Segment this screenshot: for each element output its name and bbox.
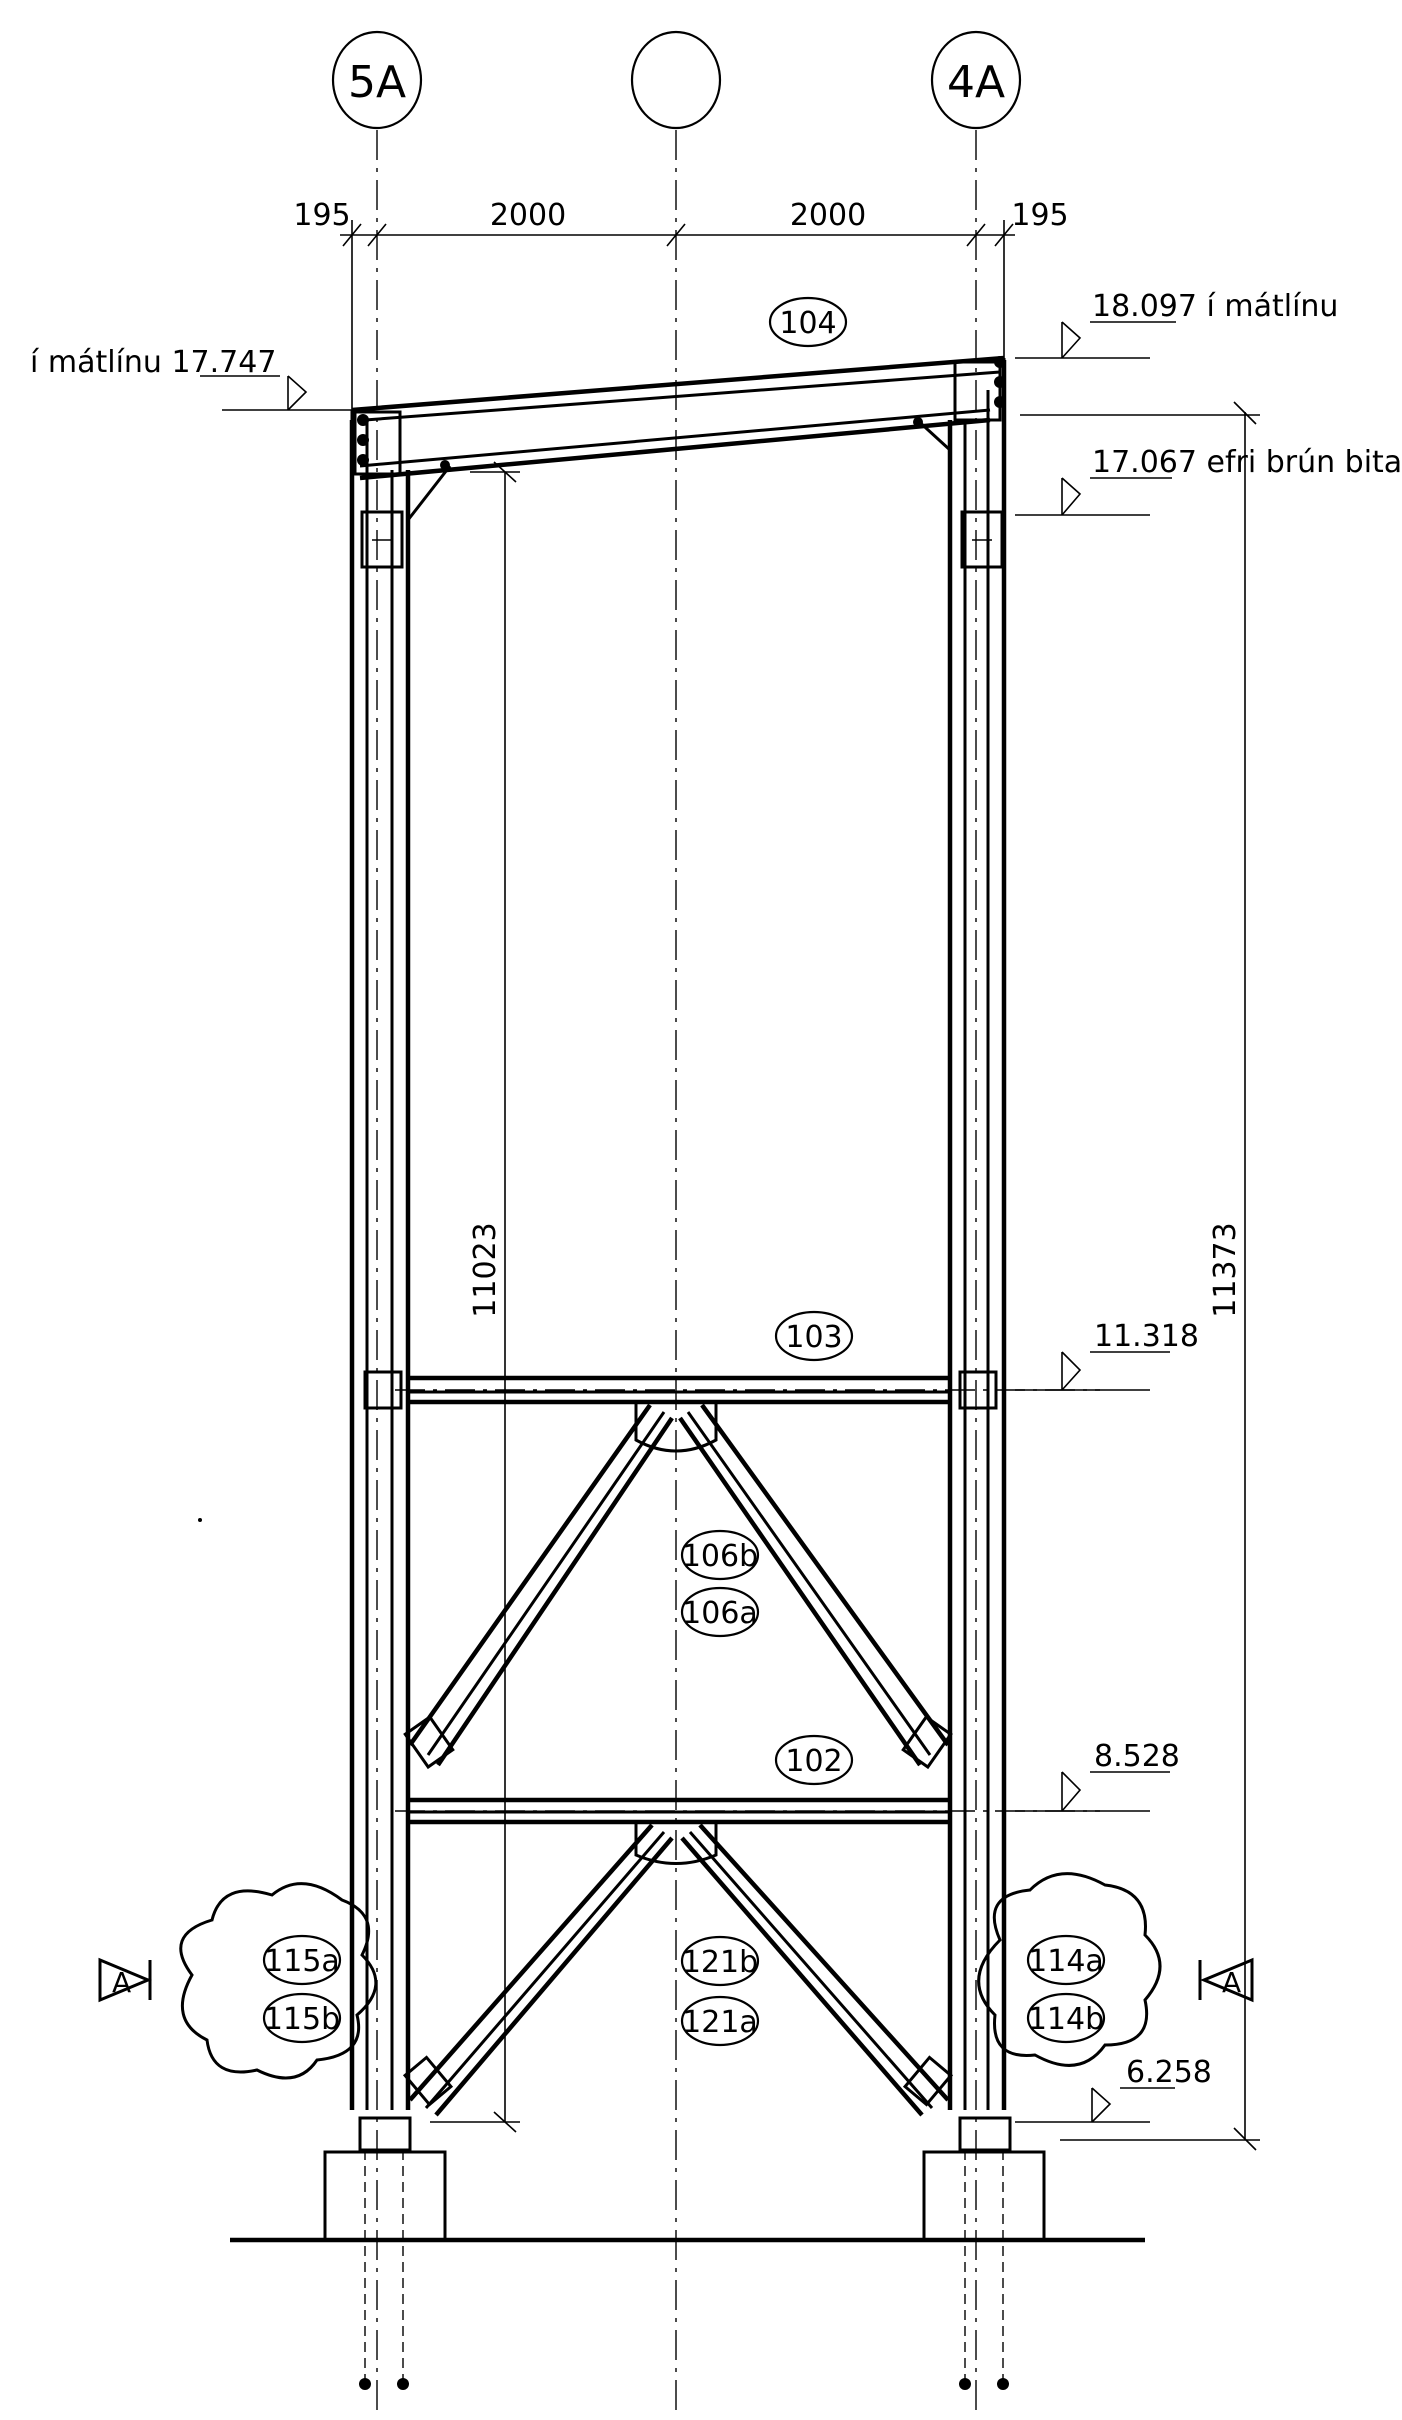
right-column: [947, 360, 1007, 2110]
lower-braces-121: [402, 1823, 954, 2117]
svg-text:103: 103: [785, 1320, 842, 1355]
svg-text:106a: 106a: [682, 1596, 758, 1631]
svg-text:102: 102: [785, 1744, 842, 1779]
left-column: [349, 420, 411, 2110]
grid-bubble-5a: 5A: [331, 30, 423, 130]
elev-right-roof-label: 18.097 í mátlínu: [1092, 289, 1338, 324]
dim-left-vertical: 11023: [468, 1222, 503, 1317]
elev-base-label: 6.258: [1126, 2055, 1212, 2090]
tag-121b: 121b: [680, 1935, 760, 1987]
tag-114a: 114a: [1026, 1934, 1106, 1986]
column-splice-plates-top: [360, 510, 1004, 569]
svg-text:104: 104: [779, 306, 836, 341]
dim-top-right-offset: 195: [1011, 198, 1068, 233]
tag-115a: 115a: [262, 1934, 342, 1986]
elevation-right-beam-top: 17.067 efri brún bita: [1015, 445, 1402, 516]
tag-104: 104: [768, 296, 848, 348]
tag-115b: 115b: [262, 1992, 342, 2044]
grid-bubble-4a: 4A: [930, 30, 1022, 130]
foundations: [230, 2116, 1145, 2390]
svg-text:A: A: [112, 1966, 131, 1999]
grid-label-5a: 5A: [348, 57, 406, 108]
tag-106a: 106a: [680, 1586, 760, 1638]
elev-left-roof-label: í mátlínu 17.747: [30, 345, 276, 380]
revision-cloud-left: [179, 1882, 378, 2080]
tag-103: 103: [774, 1310, 854, 1362]
dim-right-vertical: 11373: [1208, 1222, 1243, 1317]
svg-text:A: A: [1222, 1966, 1241, 1999]
elev-103-label: 11.318: [1094, 1319, 1199, 1354]
svg-text:114b: 114b: [1028, 2002, 1104, 2037]
svg-text:121a: 121a: [682, 2005, 758, 2040]
elevation-left-roof: í mátlínu 17.747: [30, 345, 352, 411]
beam-102: [395, 1797, 1100, 1865]
elevation-base: 6.258: [1015, 2055, 1212, 2123]
tag-121a: 121a: [680, 1995, 760, 2047]
right-vertical-dimension: 11373: [1020, 401, 1260, 2151]
dim-top-right-span: 2000: [790, 198, 866, 233]
left-vertical-dimension: 11023: [430, 461, 520, 2133]
svg-text:114a: 114a: [1028, 1944, 1104, 1979]
grid-lines: [376, 130, 977, 2410]
dim-top-left-span: 2000: [490, 198, 566, 233]
section-mark-left: A: [98, 1957, 152, 2003]
elevation-102: 8.528: [1015, 1739, 1180, 1812]
svg-text:121b: 121b: [682, 1945, 758, 1980]
dim-top-left-offset: 195: [293, 198, 350, 233]
svg-text:106b: 106b: [682, 1539, 758, 1574]
tag-114b: 114b: [1026, 1992, 1106, 2044]
elevation-103: 11.318: [1015, 1319, 1199, 1391]
svg-text:115b: 115b: [264, 2002, 340, 2037]
elev-102-label: 8.528: [1094, 1739, 1180, 1774]
grid-bubble-middle: [630, 30, 722, 130]
upper-braces-106: [403, 1403, 953, 1770]
beam-103: [363, 1370, 1100, 1453]
top-dimension-chain: 195 2000 2000 195: [293, 198, 1069, 420]
elevation-right-roof: 18.097 í mátlínu: [1015, 289, 1338, 359]
roof-beam-104: [350, 355, 1006, 521]
revision-cloud-right: [977, 1872, 1162, 2067]
tag-106b: 106b: [680, 1529, 760, 1581]
section-mark-right: A: [1198, 1957, 1254, 2003]
svg-text:115a: 115a: [264, 1944, 340, 1979]
tag-102: 102: [774, 1734, 854, 1786]
grid-label-4a: 4A: [947, 57, 1005, 108]
elev-right-beam-top-label: 17.067 efri brún bita: [1092, 445, 1402, 480]
